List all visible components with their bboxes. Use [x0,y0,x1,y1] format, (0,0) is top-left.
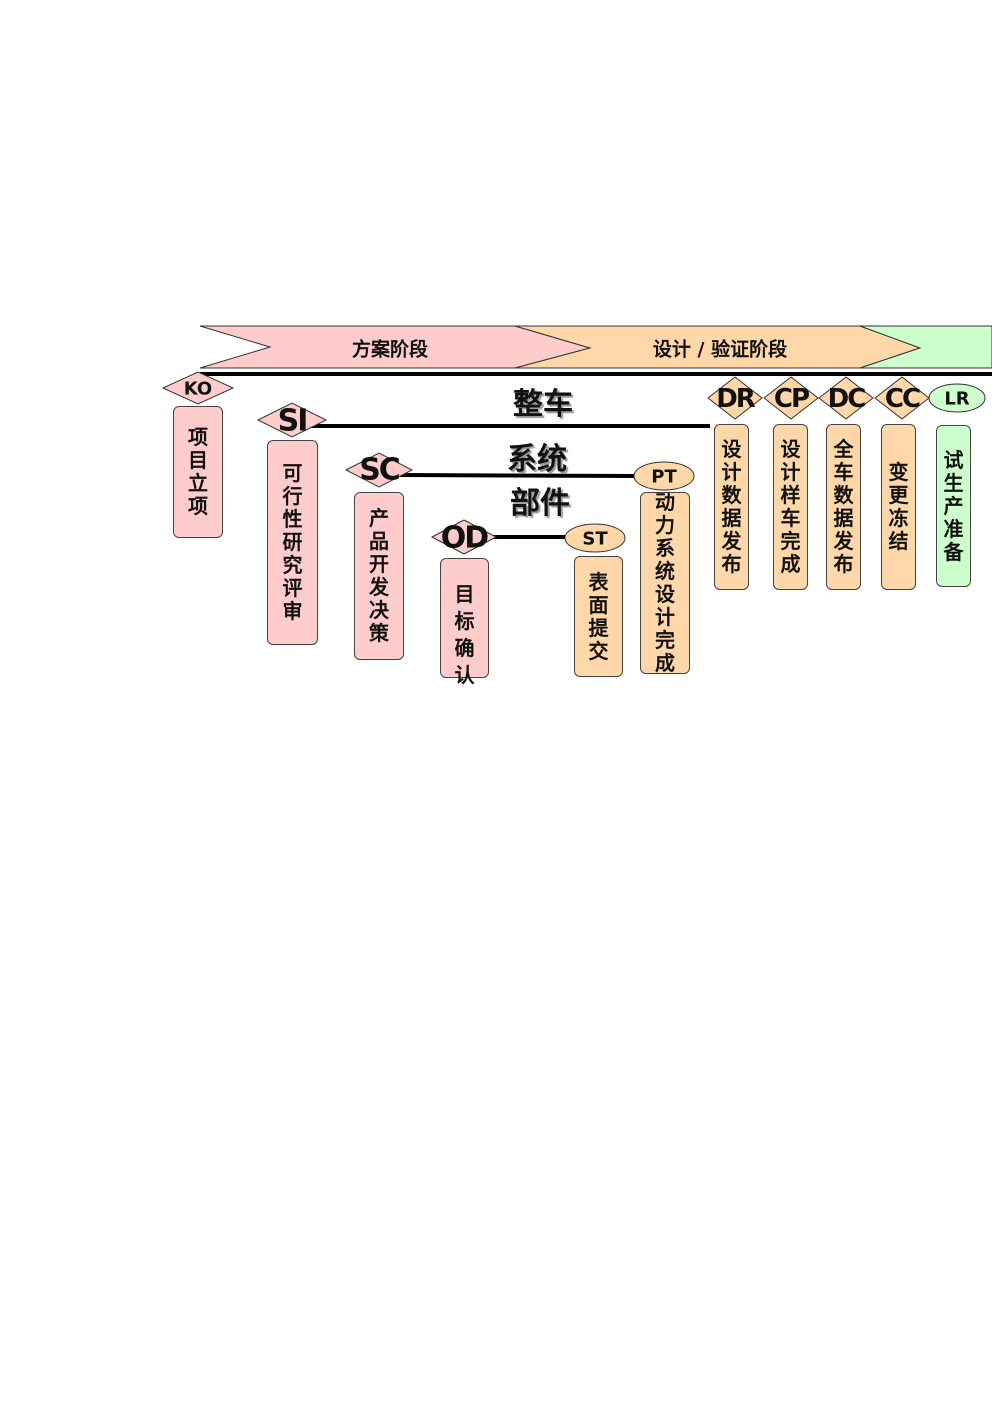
milestone-box-cc: 变更冻结 [881,424,916,590]
milestone-code-cp: CP [773,384,810,414]
diamond-si [256,402,328,438]
diamond-dr [707,376,763,420]
milestone-code-cc: CC [884,384,921,414]
timeline-system [399,473,637,478]
milestone-desc-pt: 动力系统设计完成 [655,492,675,674]
milestone-desc-sc: 产品开发决策 [369,506,389,645]
diamond-dc [818,376,874,420]
milestone-desc-dc: 全车数据发布 [833,437,854,576]
diamond-sc [344,452,414,488]
diamond-ko [161,371,235,405]
level-label-component: 部件 [510,486,570,521]
milestone-desc-si: 可行性研究评审 [282,461,303,623]
phase-arrow-production [859,325,992,369]
level-label-vehicle: 整车 [513,387,573,422]
milestone-desc-cp: 设计样车完成 [780,437,801,576]
milestone-code-ko: KO [183,378,213,400]
ellipse-lr [928,383,986,413]
ellipse-st [564,523,626,553]
milestone-code-sc: SC [359,452,401,488]
milestone-box-dr: 设计数据发布 [714,424,749,590]
milestone-box-pt: 动力系统设计完成 [640,492,690,674]
milestone-desc-ko: 项目立项 [188,425,208,518]
milestone-desc-st: 表面提交 [588,569,609,663]
milestone-box-od: 目标确认 [440,558,489,687]
milestone-box-sc: 产品开发决策 [354,492,404,660]
milestone-desc-cc: 变更冻结 [888,460,909,553]
milestone-box-dc: 全车数据发布 [826,424,861,590]
phase-label-concept: 方案阶段 [351,338,429,361]
diamond-od [430,519,498,555]
level-label-system: 系统 [507,442,567,477]
milestone-desc-dr: 设计数据发布 [721,437,742,576]
milestone-box-st: 表面提交 [574,556,623,677]
diamond-cp [763,376,819,420]
milestone-box-ko: 项目立项 [173,406,223,538]
milestone-box-si: 可行性研究评审 [267,440,318,645]
milestone-box-cp: 设计样车完成 [773,424,808,590]
milestone-code-lr: LR [944,388,970,410]
milestone-desc-lr: 试生产准备 [943,447,964,564]
milestone-code-dr: DR [716,384,756,414]
milestone-code-st: ST [582,528,608,550]
milestone-code-pt: PT [651,466,677,488]
milestone-code-dc: DC [827,384,867,414]
ellipse-pt [633,461,695,491]
milestone-desc-od: 目标确认 [454,582,475,687]
milestone-code-si: SI [277,403,309,439]
milestone-box-lr: 试生产准备 [936,425,971,587]
phase-label-design: 设计 / 验证阶段 [652,338,788,361]
milestone-code-od: OD [440,520,489,556]
